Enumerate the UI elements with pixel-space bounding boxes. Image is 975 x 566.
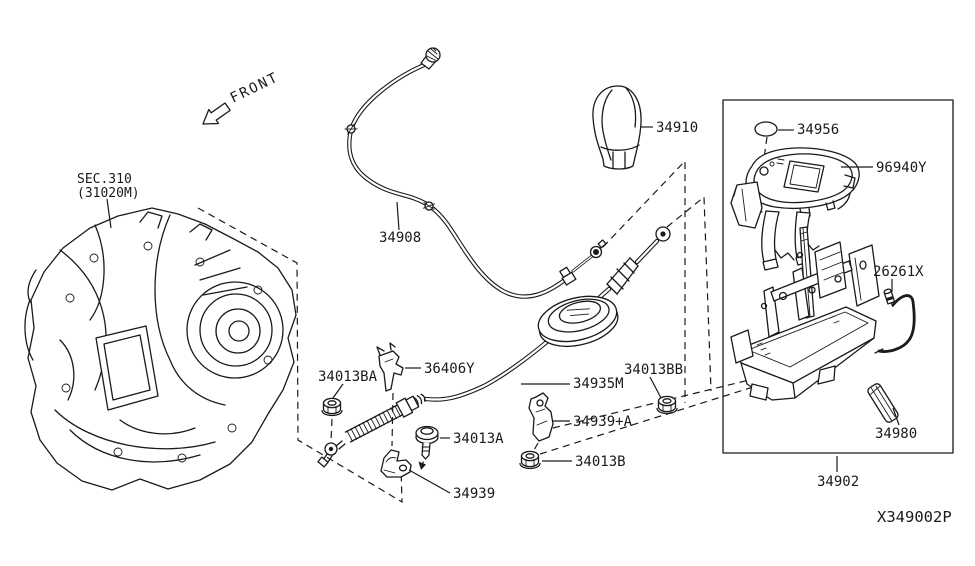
label-34013a: 34013A xyxy=(440,431,504,447)
assembly-box-34902 xyxy=(722,99,954,454)
bolt-34013a-drawing xyxy=(415,425,439,460)
label-34939: 34939 xyxy=(408,469,495,502)
floor-grommet xyxy=(537,295,619,347)
part-label-knob: 34910 xyxy=(656,120,698,136)
assembly-boundary-box xyxy=(722,99,954,454)
nut-34013b-drawing xyxy=(519,450,541,470)
part-label-control-cable: 34935M xyxy=(573,376,624,392)
part-label-bolt: 34013A xyxy=(453,431,504,447)
nut-34013ba-drawing xyxy=(321,397,343,417)
label-34956: 34956 xyxy=(778,122,839,138)
part-label-bracket: 34939 xyxy=(453,486,495,502)
callout-labels: SEC.310 (31020M) 34910 34956 96940Y 2626… xyxy=(77,120,952,526)
label-34908: 34908 xyxy=(379,201,421,246)
part-label-damper: 34980 xyxy=(875,426,917,442)
part-label-cable-bracket: 36406Y xyxy=(424,361,475,377)
bracket-36406y-drawing xyxy=(376,342,404,392)
cable-34908-end-connector xyxy=(420,47,441,70)
cable-collars xyxy=(395,393,426,418)
shift-knob-drawing xyxy=(592,85,642,170)
label-34939a: 34939+A xyxy=(553,414,633,430)
label-34013bb: 34013BB xyxy=(624,362,683,399)
part-label-cable-upper: 34908 xyxy=(379,230,421,246)
front-direction-indicator: FRONT xyxy=(202,69,282,125)
label-34935m: 34935M xyxy=(521,376,624,392)
harness-26261x-drawing xyxy=(874,288,916,354)
cable-clip xyxy=(343,122,359,136)
part-label-assembly: 34902 xyxy=(817,474,859,490)
control-cable-34935m-drawing xyxy=(317,226,671,468)
part-label-nut-b: 34013B xyxy=(575,454,626,470)
label-34013b: 34013B xyxy=(542,454,626,470)
nut-34013bb-drawing xyxy=(656,395,678,415)
bracket-34939-drawing xyxy=(380,449,412,478)
cable-34908-adjuster-end xyxy=(559,239,607,286)
label-34910: 34910 xyxy=(641,120,698,136)
part-label-nut-ba: 34013BA xyxy=(318,369,378,385)
shifter-mechanism-drawing xyxy=(730,226,880,401)
cable-spring-section xyxy=(344,404,403,443)
cable-34908-drawing xyxy=(343,47,607,297)
front-arrow-icon xyxy=(202,102,231,125)
cable-ball-stud-end xyxy=(317,440,346,468)
indicator-cover-96940y-drawing xyxy=(730,147,860,271)
label-36406y: 36406Y xyxy=(405,361,475,377)
section-ref-title: SEC.310 xyxy=(77,172,132,187)
damper-34980-drawing xyxy=(867,383,899,423)
part-label-harness: 26261X xyxy=(873,264,924,280)
cable-boot xyxy=(606,257,639,295)
diagram-code: X349002P xyxy=(877,508,952,526)
label-34980: 34980 xyxy=(875,407,917,442)
label-sec310: SEC.310 (31020M) xyxy=(77,172,140,229)
part-label-lock-button: 34956 xyxy=(797,122,839,138)
part-label-indicator-cover: 96940Y xyxy=(876,160,927,176)
label-26261x: 26261X xyxy=(873,264,924,292)
engine-transaxle-drawing xyxy=(24,207,297,491)
front-label: FRONT xyxy=(228,69,282,106)
part-label-nut-bb: 34013BB xyxy=(624,362,683,378)
label-34902: 34902 xyxy=(817,456,859,490)
label-96940y: 96940Y xyxy=(841,160,927,176)
bracket-34939a-drawing xyxy=(528,392,554,442)
lock-button-34956-drawing xyxy=(754,121,778,137)
label-34013ba: 34013BA xyxy=(318,369,378,399)
section-ref-subtitle: (31020M) xyxy=(77,186,140,201)
part-label-bracket-a: 34939+A xyxy=(573,414,633,430)
